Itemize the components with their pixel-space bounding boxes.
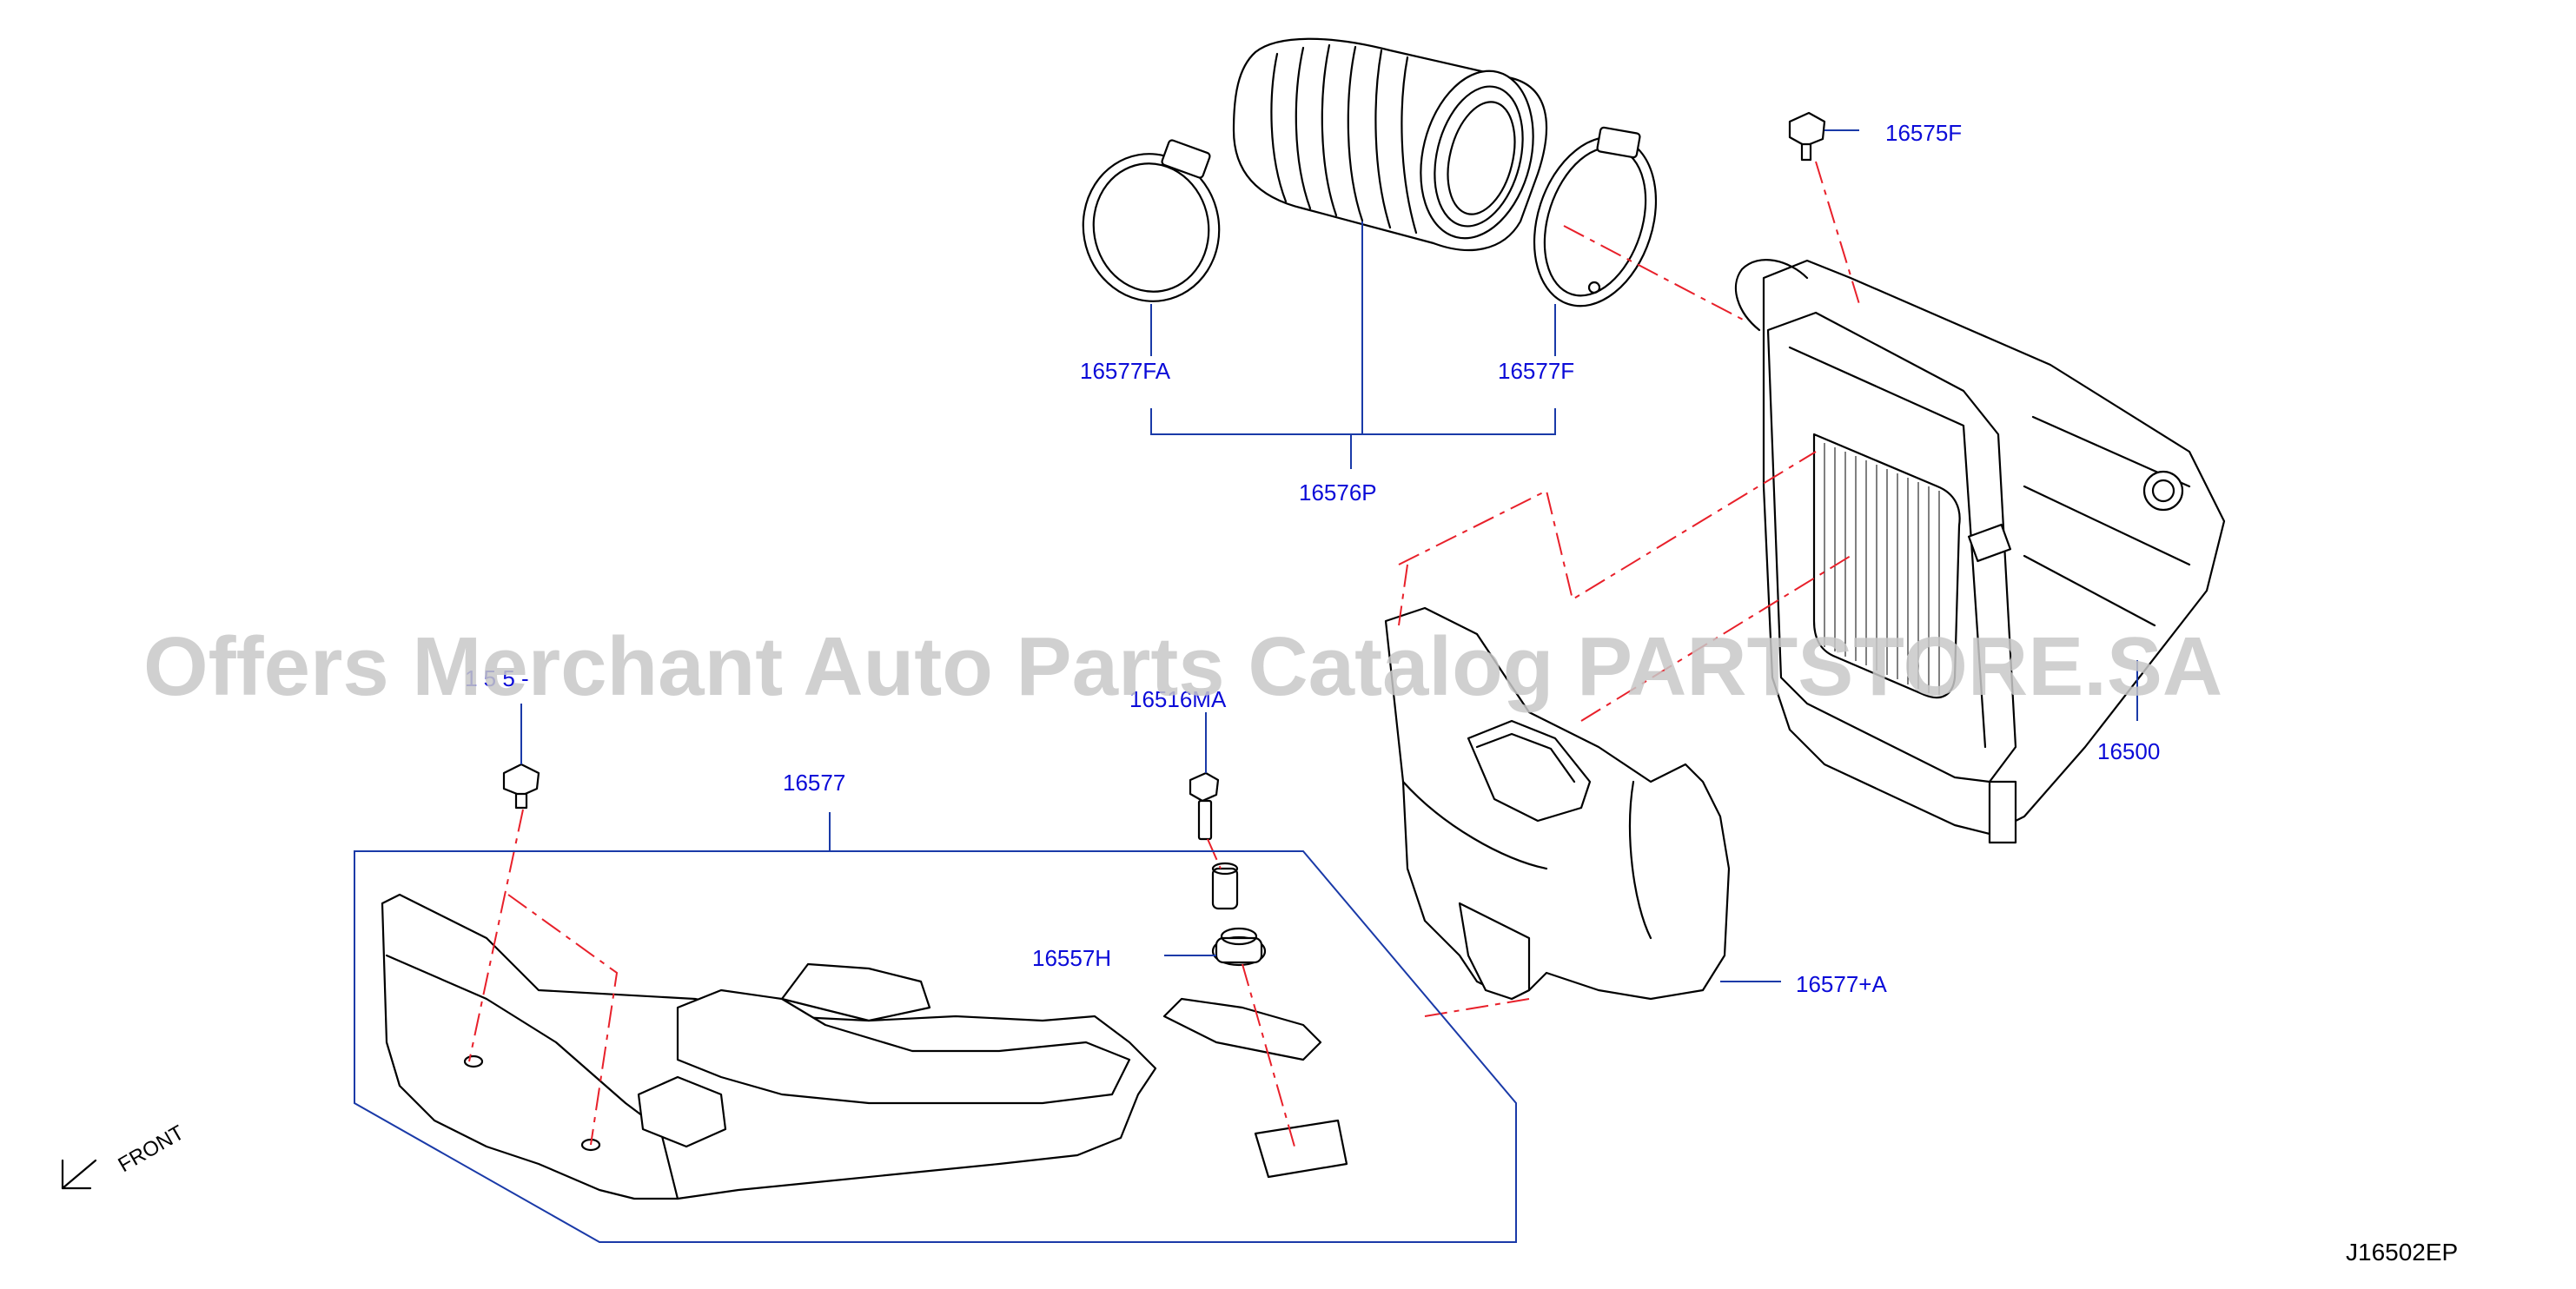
leader-lines: [354, 129, 2138, 1243]
front-label: FRONT: [115, 1120, 189, 1177]
air-duct-bellows[interactable]: [1232, 37, 1550, 252]
label-16576P: 16576P: [1299, 479, 1377, 506]
hose-clamp-right[interactable]: [1513, 121, 1676, 321]
spacer-collar[interactable]: [1211, 862, 1239, 910]
diagram-code: J16502EP: [2346, 1239, 2458, 1266]
clip-16575F-left[interactable]: [502, 763, 540, 810]
part-labels: 16577FA 16577F 16576P 16575F 16500 16577…: [465, 120, 2160, 997]
front-arrow-head-icon: [61, 1159, 92, 1190]
label-16575F-left: 1 5 5 -: [465, 665, 529, 691]
label-16577: 16577: [783, 770, 845, 796]
label-16557H: 16557H: [1032, 945, 1111, 971]
label-16500: 16500: [2097, 738, 2160, 764]
label-16577A: 16577+A: [1796, 971, 1887, 997]
label-16575F-right: 16575F: [1885, 120, 1962, 146]
front-arrow-shaft: [61, 1159, 97, 1190]
hose-clamp-left[interactable]: [1071, 139, 1230, 312]
air-cleaner-assembly[interactable]: [1734, 259, 2226, 844]
air-duct-16577A[interactable]: [1384, 606, 1731, 1001]
filter-mesh: [1824, 443, 1940, 695]
grommet-16557H[interactable]: [1211, 927, 1267, 967]
watermark-text: Offers Merchant Auto Parts Catalog PARTS…: [143, 620, 2222, 713]
label-16516MA: 16516MA: [1129, 686, 1227, 712]
front-indicator: FRONT: [61, 1120, 189, 1190]
bolt-16516MA[interactable]: [1189, 771, 1220, 841]
label-16577FA: 16577FA: [1080, 358, 1171, 384]
lower-air-duct-16577[interactable]: [381, 893, 1348, 1200]
phantom-lines: [468, 161, 1860, 1147]
clip-16575F-right[interactable]: [1788, 111, 1826, 162]
label-16577F: 16577F: [1498, 358, 1574, 384]
